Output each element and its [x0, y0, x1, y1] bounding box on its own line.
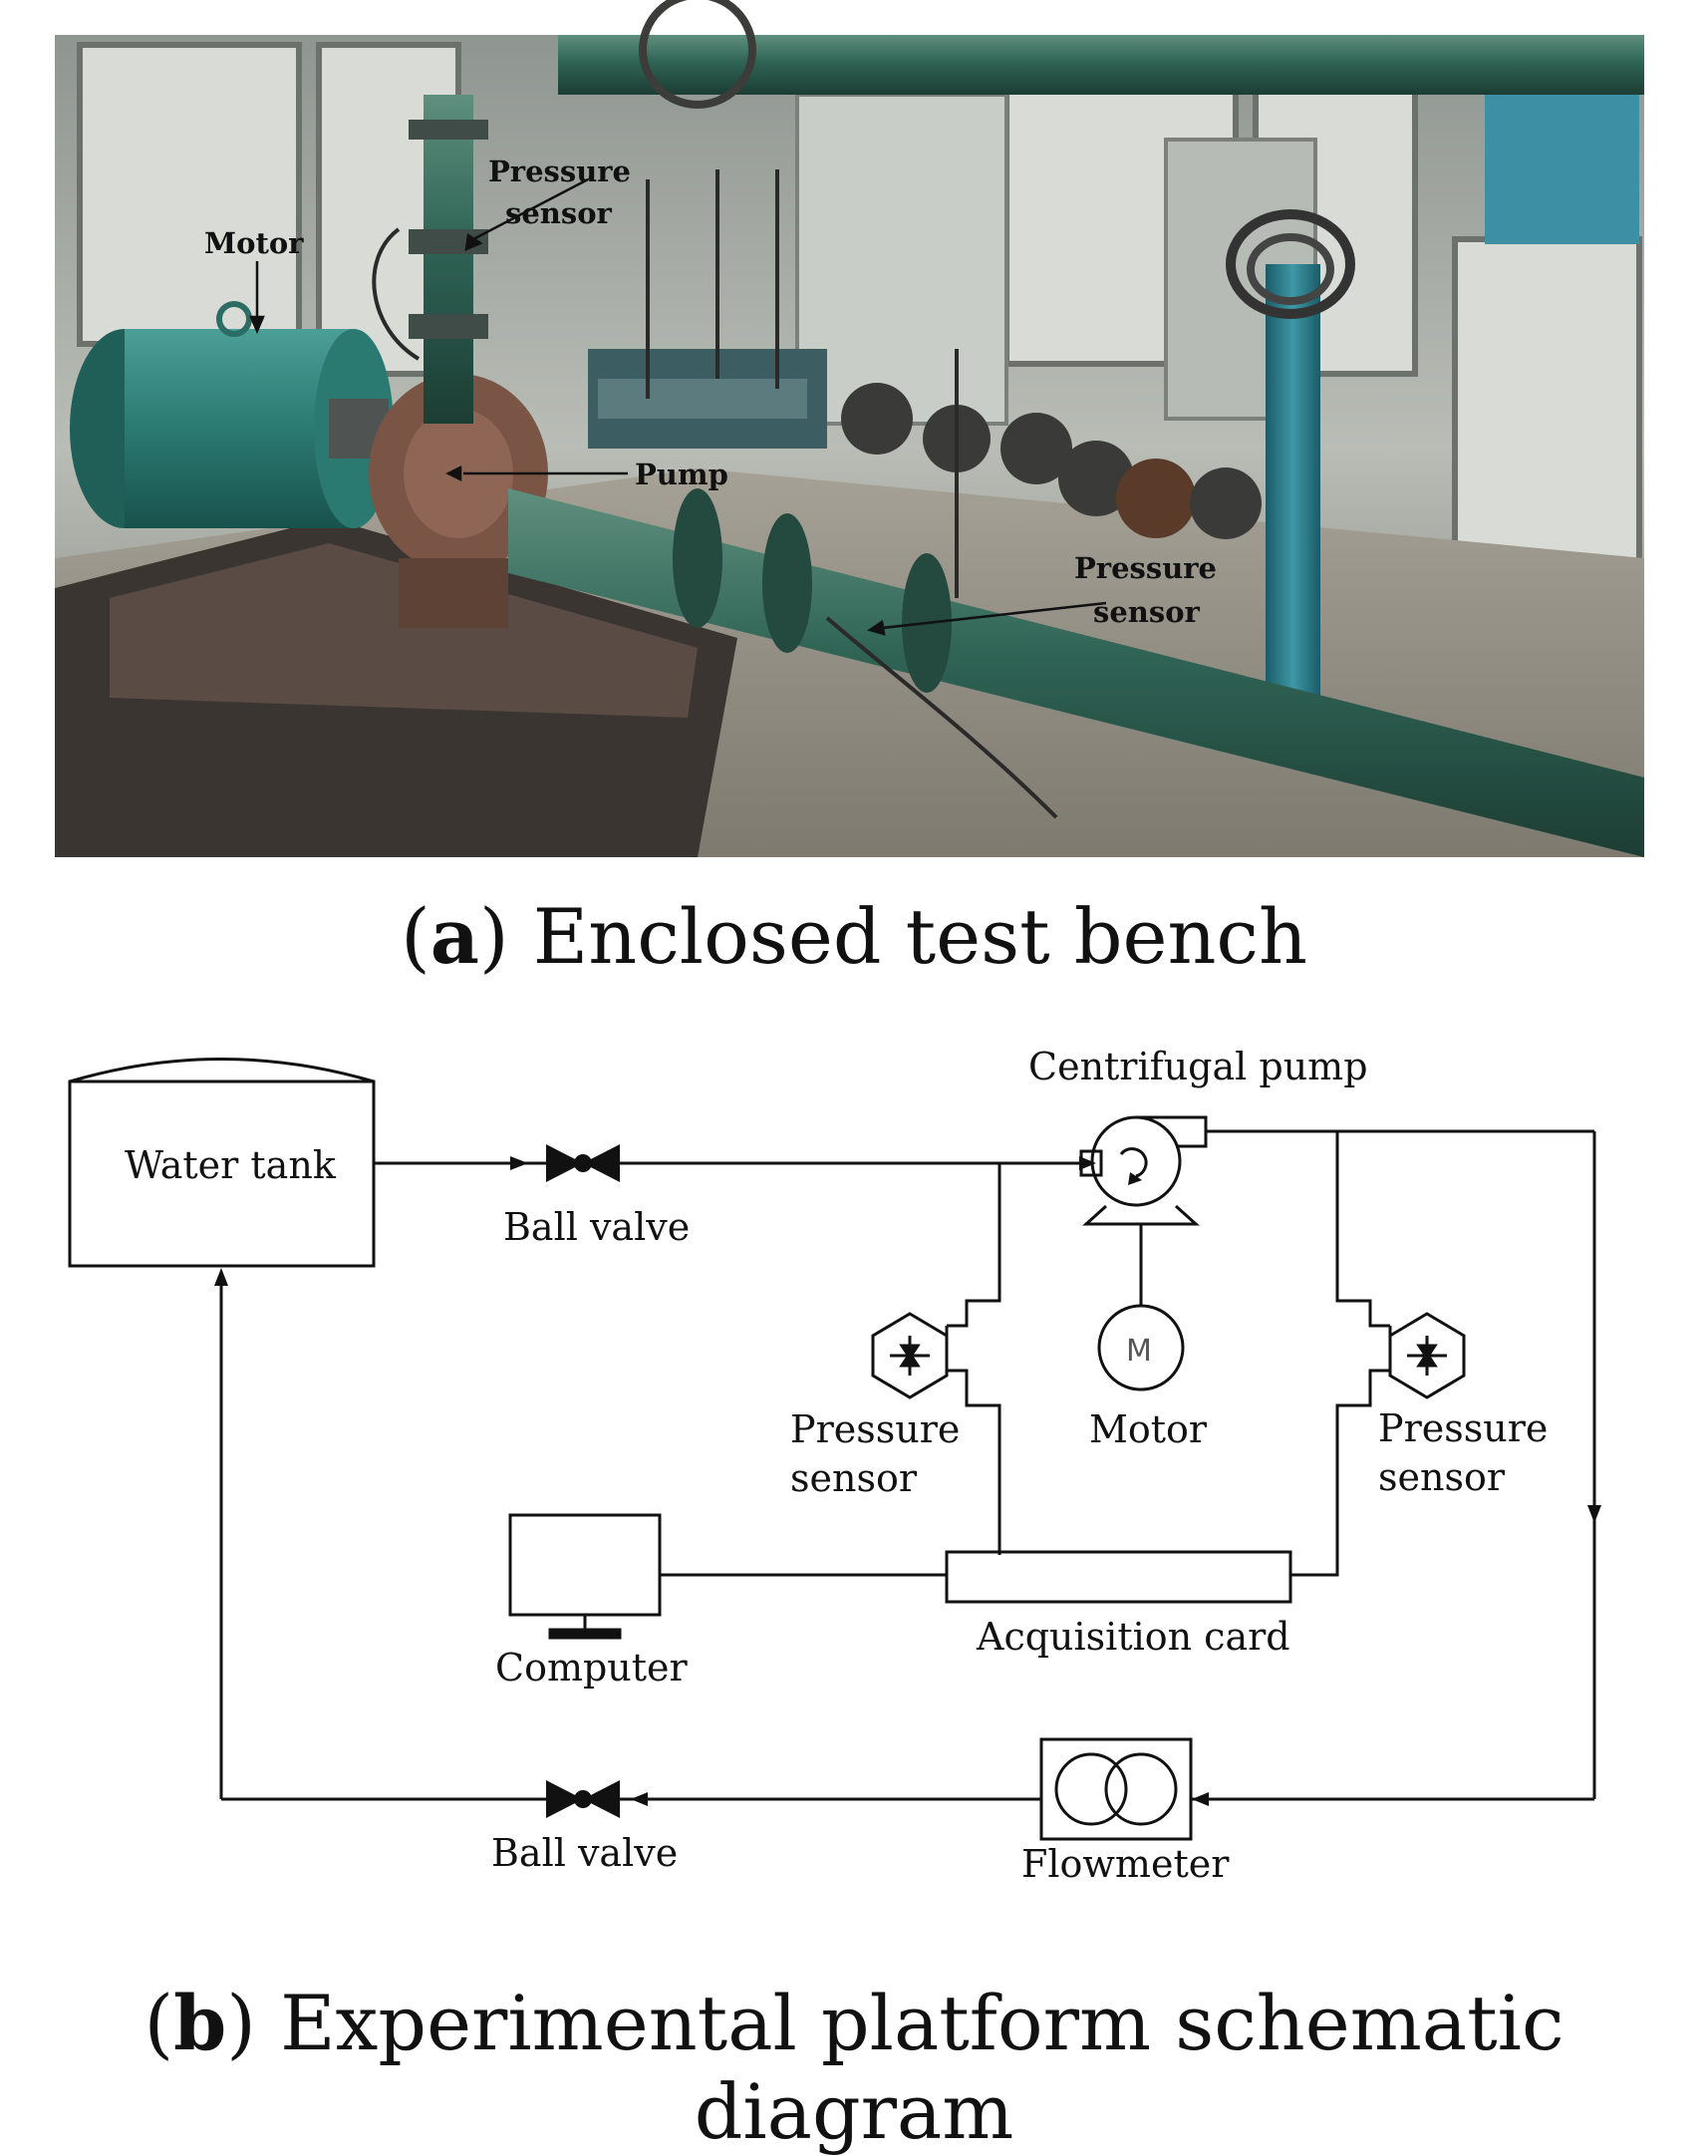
- flow-arrows: [214, 1156, 1601, 1806]
- flowmeter-box: [1039, 1737, 1193, 1841]
- photo-label-pump: Pump: [635, 458, 728, 491]
- label-pressure-left-1: Pressure: [790, 1407, 960, 1451]
- ball-valve-bottom-symbol: [546, 1780, 620, 1818]
- label-acquisition-card: Acquisition card: [976, 1615, 1290, 1659]
- computer-monitor: [508, 1513, 662, 1617]
- label-pressure-left-2: sensor: [790, 1456, 918, 1500]
- photo-label-pressure-right-2: sensor: [1093, 595, 1201, 629]
- bench-base: [55, 518, 737, 857]
- label-water-tank: Water tank: [125, 1143, 337, 1187]
- water-tank-lid: [69, 1058, 375, 1083]
- caption-a-letter: a: [429, 892, 479, 981]
- test-bench-photo: Motor Pressure sensor Pump Pressure sens…: [55, 0, 1644, 857]
- label-pressure-right-1: Pressure: [1378, 1406, 1548, 1450]
- motor-photo: [70, 301, 394, 528]
- label-ball-valve-bottom: Ball valve: [491, 1831, 678, 1875]
- caption-a-text: Enclosed test bench: [508, 892, 1307, 981]
- label-ball-valve-top: Ball valve: [503, 1205, 690, 1249]
- label-computer: Computer: [495, 1646, 689, 1690]
- photo-label-pressure-top-1: Pressure: [488, 154, 631, 188]
- photo-label-pressure-top-2: sensor: [505, 196, 613, 230]
- label-pressure-right-2: sensor: [1378, 1455, 1506, 1499]
- motor-circle: [1097, 1304, 1185, 1391]
- label-motor-symbol: M: [1126, 1334, 1152, 1369]
- outlet-pipe: [508, 488, 1644, 857]
- schematic-diagram: Water tank Ball valve Centrifugal pump M…: [68, 1045, 1601, 1886]
- photo-label-motor: Motor: [204, 226, 304, 260]
- label-flowmeter: Flowmeter: [1021, 1842, 1230, 1886]
- centrifugal-pump-symbol: [1079, 1115, 1208, 1226]
- background-equipment: [588, 349, 1262, 539]
- label-centrifugal-pump: Centrifugal pump: [1028, 1045, 1368, 1088]
- water-tank-box: [68, 1079, 376, 1268]
- caption-a: (a) Enclosed test bench: [401, 892, 1307, 981]
- vertical-pipe: [409, 95, 488, 424]
- acquisition-card-box: [945, 1550, 1292, 1604]
- caption-b-letter: b: [173, 1979, 227, 2067]
- label-motor: Motor: [1089, 1407, 1208, 1451]
- cables: [372, 169, 1058, 819]
- ball-valve-top-symbol: [546, 1144, 620, 1182]
- caption-b-text: Experimental platform schematic diagram: [255, 1979, 1565, 2156]
- caption-b: (b) Experimental platform schematic diag…: [143, 1979, 1565, 2156]
- photo-label-pressure-right-1: Pressure: [1074, 551, 1217, 585]
- photo-annotations: [249, 177, 1107, 636]
